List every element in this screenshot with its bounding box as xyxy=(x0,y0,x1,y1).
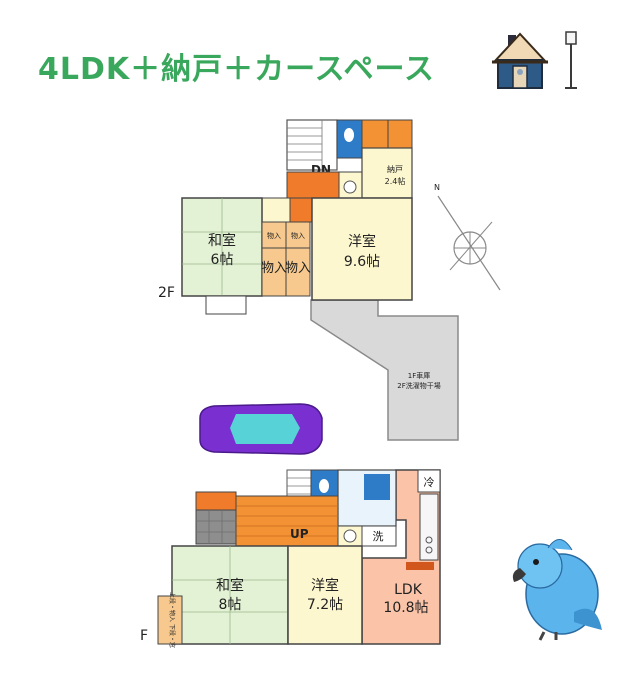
closet-small-2: 物入 xyxy=(291,231,305,240)
floor1-plan: 冷 LDK 10.8帖 洗 UP xyxy=(140,469,441,648)
washitsu1-size: 8帖 xyxy=(219,597,242,613)
washitsu1-label: 和室 xyxy=(216,577,244,594)
floor2-level-label: 2F xyxy=(158,285,175,301)
closet-large-2: 物入 xyxy=(285,261,311,276)
fridge-label: 冷 xyxy=(424,476,435,489)
stair-up-label: UP xyxy=(290,527,309,541)
nando-size: 2.4帖 xyxy=(385,176,406,186)
page-title: 4LDK＋納戸＋カースペース xyxy=(38,52,436,87)
garage-label-1: 1F車庫 xyxy=(408,371,430,380)
washitsu2-label: 和室 xyxy=(208,232,236,249)
youshitsu1-label: 洋室 xyxy=(311,577,339,594)
youshitsu2-size: 9.6帖 xyxy=(344,254,380,270)
parrot-icon xyxy=(512,539,602,641)
wash-label: 洗 xyxy=(373,530,384,543)
garage-label-2: 2F洗濯物干場 xyxy=(397,381,440,390)
house-icon xyxy=(491,32,549,89)
floor2-plan: 1F車庫 2F洗濯物干場 DN 納戸 2.4帖 xyxy=(158,119,459,441)
car-icon xyxy=(199,403,323,455)
nando-label: 納戸 xyxy=(387,164,403,174)
compass-north: N xyxy=(434,183,440,192)
floor1-level-label: F xyxy=(140,628,148,644)
youshitsu1-size: 7.2帖 xyxy=(307,597,343,613)
garage-area xyxy=(310,299,459,441)
ldk-size: 10.8帖 xyxy=(383,600,428,616)
youshitsu2-label: 洋室 xyxy=(348,233,376,250)
lamp-icon xyxy=(565,31,577,89)
ldk-label: LDK xyxy=(394,582,423,598)
washitsu2-size: 6帖 xyxy=(211,252,234,268)
closet-large-1: 物入 xyxy=(261,261,287,276)
compass-icon xyxy=(437,195,501,291)
closet-small-1: 物入 xyxy=(267,231,281,240)
closet-vertical-label: 上段・物入 下段・窓 xyxy=(168,592,176,648)
